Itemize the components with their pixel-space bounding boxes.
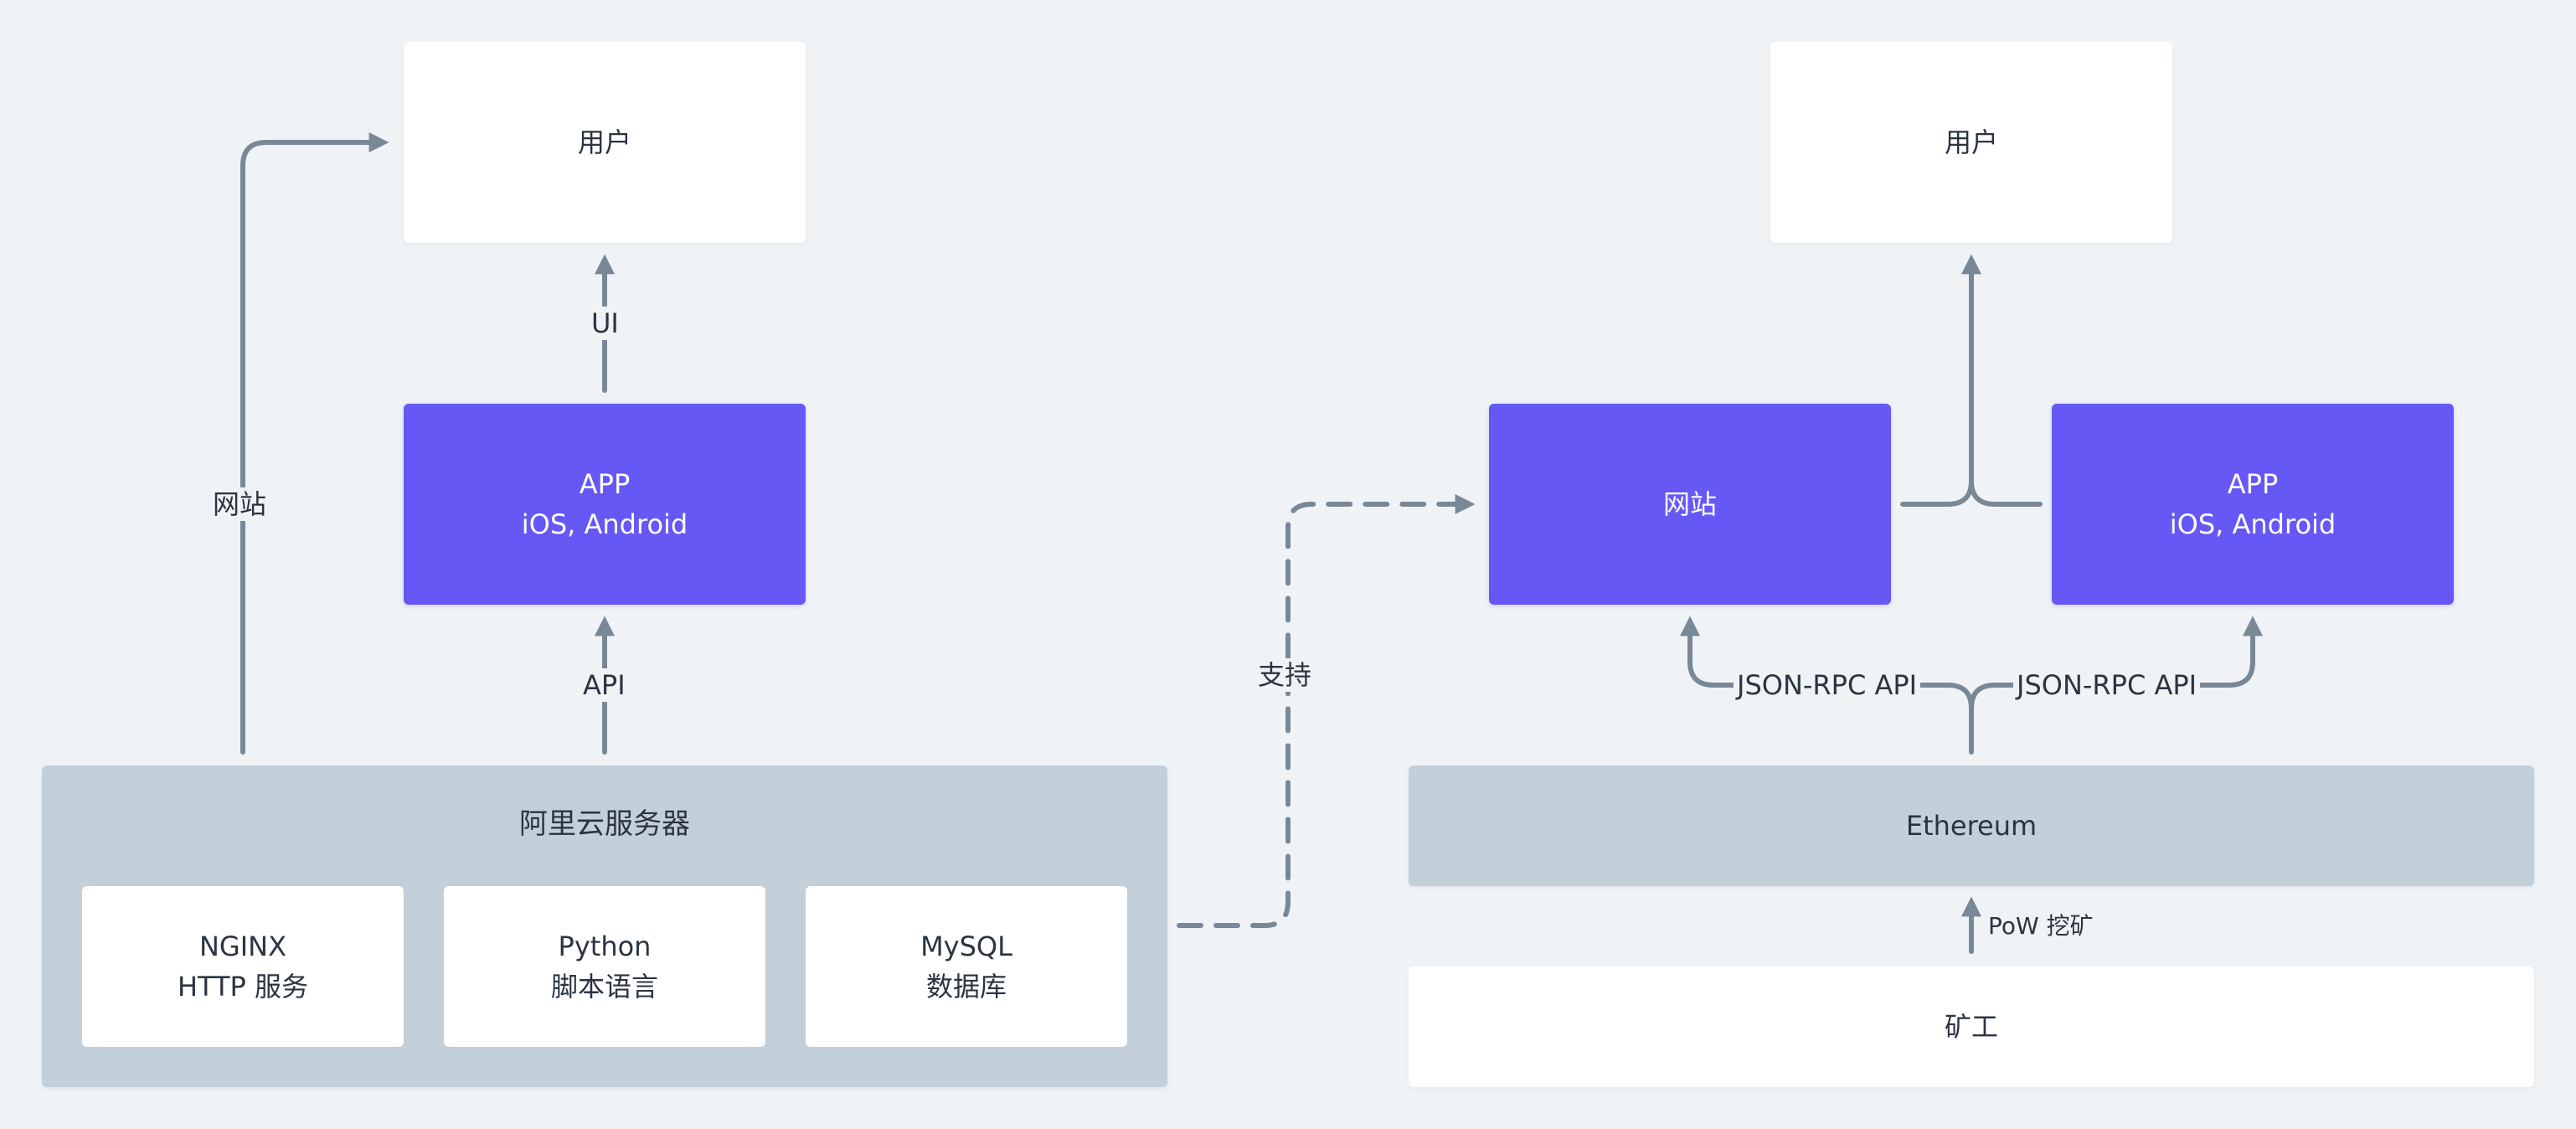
ethereum-label: Ethereum [1905,810,2038,842]
mysql-title: MySQL [920,931,1012,962]
edge-label-jsonrpc-right: JSON-RPC API [2013,668,2201,702]
mysql-box[interactable]: MySQL 数据库 [806,886,1127,1047]
edge-eth-to-app [1969,616,2263,711]
server-group-title: 阿里云服务器 [519,807,690,841]
right-user-box[interactable]: 用户 [1770,42,2172,243]
miner-box[interactable]: 矿工 [1409,967,2534,1087]
python-box[interactable]: Python 脚本语言 [444,886,765,1047]
edge-label-api: API [580,668,629,702]
left-app-title: APP [579,468,631,500]
right-website-box[interactable]: 网站 [1489,404,1891,605]
edge-support-dashed [1177,494,1476,928]
right-user-label: 用户 [1944,126,1998,158]
left-app-platforms: iOS, Android [521,508,688,540]
ethereum-box[interactable]: Ethereum [1409,766,2534,886]
nginx-title: NGINX [198,931,287,962]
miner-label: 矿工 [1944,1011,1998,1043]
nginx-subtitle: HTTP 服务 [177,971,309,1003]
right-app-platforms: iOS, Android [2169,508,2336,540]
right-app-box[interactable]: APP iOS, Android [2052,404,2454,605]
right-app-title: APP [2227,468,2279,500]
nginx-box[interactable]: NGINX HTTP 服务 [82,886,404,1047]
edge-server-to-user [240,132,389,755]
left-app-box[interactable]: APP iOS, Android [404,404,806,605]
left-user-label: 用户 [577,126,631,158]
edge-label-jsonrpc-left: JSON-RPC API [1734,668,1921,702]
python-subtitle: 脚本语言 [550,971,658,1003]
left-user-box[interactable]: 用户 [404,42,806,243]
edge-label-support: 支持 [1255,658,1316,692]
right-website-label: 网站 [1662,488,1717,520]
edge-app-merge [1969,478,2043,507]
edge-label-website: 网站 [209,487,270,521]
edge-merge-to-user [1900,254,1981,507]
edge-label-pow: PoW 挖矿 [1985,910,2097,943]
edge-label-ui: UI [588,307,622,340]
python-title: Python [558,931,652,962]
mysql-subtitle: 数据库 [925,971,1007,1003]
